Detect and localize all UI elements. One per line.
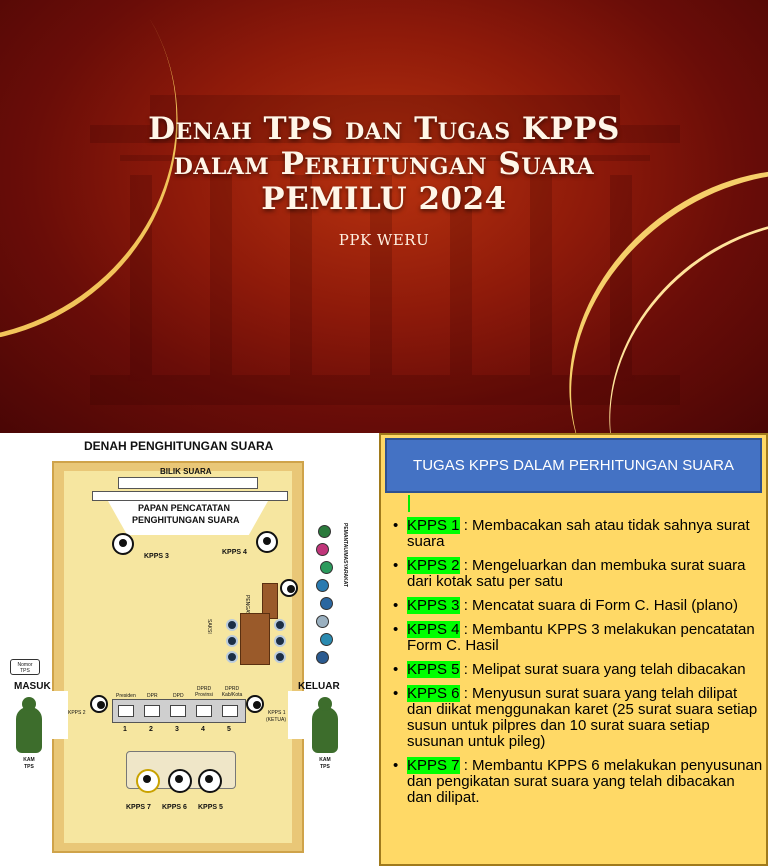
title-banner: Denah TPS dan Tugas KPPS dalam Perhitung… xyxy=(0,0,768,433)
duty-text: : Membantu KPPS 6 melakukan penyusunan d… xyxy=(407,757,763,806)
observer xyxy=(320,561,333,574)
duty-text: : Mengeluarkan dan membuka surat suara d… xyxy=(407,557,746,590)
voting-booths xyxy=(118,477,258,489)
ballot-box xyxy=(222,705,238,717)
box-number: 2 xyxy=(149,726,153,733)
duty-text: : Membantu KPPS 3 melakukan pencatatan F… xyxy=(407,621,755,654)
kam-tps-label-right: KAM TPS xyxy=(319,757,331,770)
duty-item: KPPS 5 : Melipat surat suara yang telah … xyxy=(391,661,763,678)
papan-line-1: PAPAN PENCATATAN xyxy=(138,503,230,513)
nomor-tps-label: Nomor TPS xyxy=(17,662,33,674)
kpps2-figure xyxy=(90,695,108,713)
kpps7-label: KPPS 7 xyxy=(126,804,151,811)
duties-panel: TUGAS KPPS DALAM PERHITUNGAN SUARA KPPS … xyxy=(379,433,768,866)
duty-text: : Mencatat suara di Form C. Hasil (plano… xyxy=(459,597,738,614)
duty-item: KPPS 2 : Mengeluarkan dan membuka surat … xyxy=(391,557,763,590)
saksi-seat xyxy=(274,651,286,663)
nomor-tps-sign xyxy=(10,659,40,675)
kpps7-figure xyxy=(136,769,160,793)
observer xyxy=(318,525,331,538)
kpps6-label: KPPS 6 xyxy=(162,804,187,811)
pemantau-label: PEMANTAU/MASYARAKAT xyxy=(342,523,348,588)
duty-text: : Membacakan sah atau tidak sahnya surat… xyxy=(407,517,750,550)
duty-code: KPPS 7 xyxy=(407,757,460,774)
duty-text: : Melipat surat suara yang telah dibacak… xyxy=(459,661,746,678)
box-number: 4 xyxy=(201,726,205,733)
duties-list: KPPS 1 : Membacakan sah atau tidak sahny… xyxy=(391,517,763,814)
duties-heading: TUGAS KPPS DALAM PERHITUNGAN SUARA xyxy=(385,438,762,493)
kpps3-figure xyxy=(112,533,134,555)
kpps1-label: KPPS 1 xyxy=(268,710,286,716)
kpps6-figure xyxy=(168,769,192,793)
duty-code: KPPS 2 xyxy=(407,557,460,574)
box-number: 5 xyxy=(227,726,231,733)
kpps4-figure xyxy=(256,531,278,553)
duty-code: KPPS 1 xyxy=(407,517,460,534)
observer xyxy=(316,615,329,628)
duty-code: KPPS 6 xyxy=(407,685,460,702)
box-label-dpr: DPR xyxy=(147,693,158,699)
duty-item: KPPS 7 : Membantu KPPS 6 melakukan penyu… xyxy=(391,757,763,806)
kpps2-label: KPPS 2 xyxy=(68,710,86,716)
text-cursor xyxy=(408,495,410,512)
duty-code: KPPS 4 xyxy=(407,621,460,638)
box-label-dprd-prov: DPRD Provinsi xyxy=(195,686,213,698)
kpps5-label: KPPS 5 xyxy=(198,804,223,811)
tally-board-panel xyxy=(108,501,268,535)
ballot-box xyxy=(118,705,134,717)
ballot-box xyxy=(196,705,212,717)
duty-code: KPPS 5 xyxy=(407,661,460,678)
bilik-suara-label: BILIK SUARA xyxy=(160,467,212,476)
observer xyxy=(320,633,333,646)
building-silhouette xyxy=(90,95,680,405)
saksi-tables xyxy=(240,613,270,665)
duty-item: KPPS 6 : Menyusun surat suara yang telah… xyxy=(391,685,763,750)
box-label-dprd-kab: DPRD Kab/Kota xyxy=(221,686,243,698)
duty-code: KPPS 3 xyxy=(407,597,460,614)
saksi-seat xyxy=(226,651,238,663)
floor-plan-title: DENAH PENGHITUNGAN SUARA xyxy=(84,439,274,453)
saksi-seat xyxy=(274,619,286,631)
exit-gap xyxy=(288,691,306,739)
saksi-label: SAKSI xyxy=(206,619,212,634)
observer xyxy=(316,651,329,664)
duty-text: : Menyusun surat suara yang telah dilipa… xyxy=(407,685,758,750)
pengawas-table xyxy=(262,583,278,619)
saksi-seat xyxy=(274,635,286,647)
ballot-box xyxy=(170,705,186,717)
pengawas-figure xyxy=(280,579,298,597)
slide-title-line-3: PEMILU 2024 xyxy=(261,181,507,217)
observer xyxy=(316,579,329,592)
slide-subtitle: PPK WERU xyxy=(338,231,430,249)
box-label-dpd: DPD xyxy=(173,693,184,699)
tally-board xyxy=(92,491,288,501)
box-number: 1 xyxy=(123,726,127,733)
floor-plan-diagram: DENAH PENGHITUNGAN SUARA BILIK SUARA PAP… xyxy=(0,433,378,866)
kpps3-label: KPPS 3 xyxy=(144,553,169,560)
observer xyxy=(320,597,333,610)
ballot-box xyxy=(144,705,160,717)
box-label-presiden: Presiden xyxy=(116,693,136,699)
duty-item: KPPS 1 : Membacakan sah atau tidak sahny… xyxy=(391,517,763,550)
observer xyxy=(316,543,329,556)
slide-title-line-1: Denah TPS dan Tugas KPPS xyxy=(148,111,620,147)
keluar-label: KELUAR xyxy=(298,681,340,692)
slide-title: Denah TPS dan Tugas KPPS dalam Perhitung… xyxy=(0,112,768,217)
slide-title-line-2: dalam Perhitungan Suara xyxy=(173,146,595,182)
duty-item: KPPS 4 : Membantu KPPS 3 melakukan penca… xyxy=(391,621,763,654)
kpps1-note: (KETUA) xyxy=(266,717,286,723)
saksi-seat xyxy=(226,619,238,631)
kpps5-figure xyxy=(198,769,222,793)
box-number: 3 xyxy=(175,726,179,733)
kam-tps-guard-left xyxy=(16,697,42,753)
kam-tps-label-left: KAM TPS xyxy=(23,757,35,770)
kam-tps-guard-right xyxy=(312,697,338,753)
papan-line-2: PENGHITUNGAN SUARA xyxy=(132,515,240,525)
duty-item: KPPS 3 : Mencatat suara di Form C. Hasil… xyxy=(391,597,763,614)
saksi-seat xyxy=(226,635,238,647)
entrance-gap xyxy=(50,691,68,739)
kpps1-figure xyxy=(246,695,264,713)
kpps4-label: KPPS 4 xyxy=(222,549,247,556)
masuk-label: MASUK xyxy=(14,681,51,692)
